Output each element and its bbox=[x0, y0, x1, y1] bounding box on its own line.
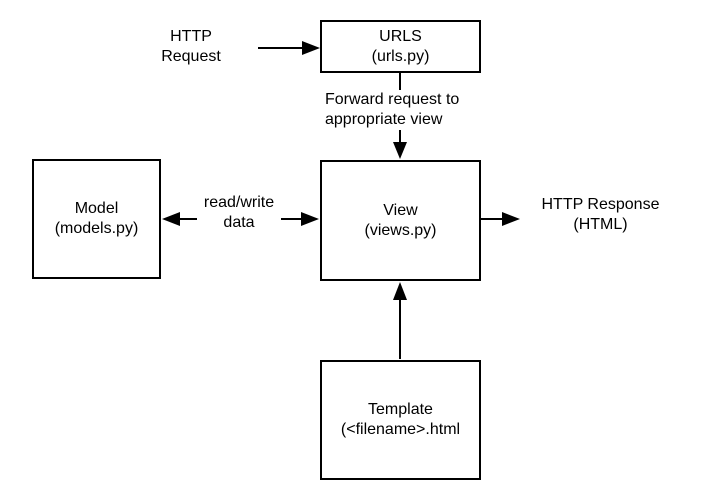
template-node: Template (<filename>.html bbox=[320, 360, 481, 480]
template-node-title: Template bbox=[368, 401, 433, 418]
http-response-label-line2: (HTML) bbox=[573, 216, 628, 233]
forward-request-label: Forward request to appropriate view bbox=[325, 90, 490, 130]
forward-request-label-line2: appropriate view bbox=[325, 111, 443, 128]
arrow-urls-to-view bbox=[393, 73, 407, 159]
http-request-label-line1: HTTP bbox=[170, 28, 212, 45]
urls-node-title: URLS bbox=[379, 27, 422, 45]
arrow-model-to-view bbox=[281, 212, 319, 226]
read-write-data-label-line1: read/write bbox=[203, 194, 275, 211]
forward-request-label-line1: Forward request to bbox=[325, 91, 460, 108]
read-write-data-label-line2: data bbox=[223, 214, 255, 231]
view-node: View (views.py) bbox=[320, 160, 481, 281]
http-response-label-line1: HTTP Response bbox=[541, 196, 660, 213]
model-node: Model (models.py) bbox=[32, 159, 161, 279]
view-node-title: View bbox=[383, 201, 418, 219]
arrow-view-to-model bbox=[162, 212, 197, 226]
http-response-label: HTTP Response (HTML) bbox=[528, 195, 673, 235]
http-request-label-line2: Request bbox=[161, 48, 221, 65]
arrow-template-to-view bbox=[393, 282, 407, 359]
urls-node-file: (urls.py) bbox=[371, 47, 430, 65]
http-request-label: HTTP Request bbox=[140, 27, 242, 67]
arrow-request-to-urls bbox=[258, 41, 320, 55]
read-write-data-label: read/write data bbox=[194, 193, 284, 233]
view-node-file: (views.py) bbox=[364, 221, 437, 239]
model-node-file: (models.py) bbox=[54, 220, 139, 237]
arrow-view-to-response bbox=[481, 212, 520, 226]
model-node-title: Model bbox=[74, 200, 119, 217]
urls-node: URLS (urls.py) bbox=[320, 20, 481, 73]
template-node-file: (<filename>.html bbox=[340, 421, 461, 438]
